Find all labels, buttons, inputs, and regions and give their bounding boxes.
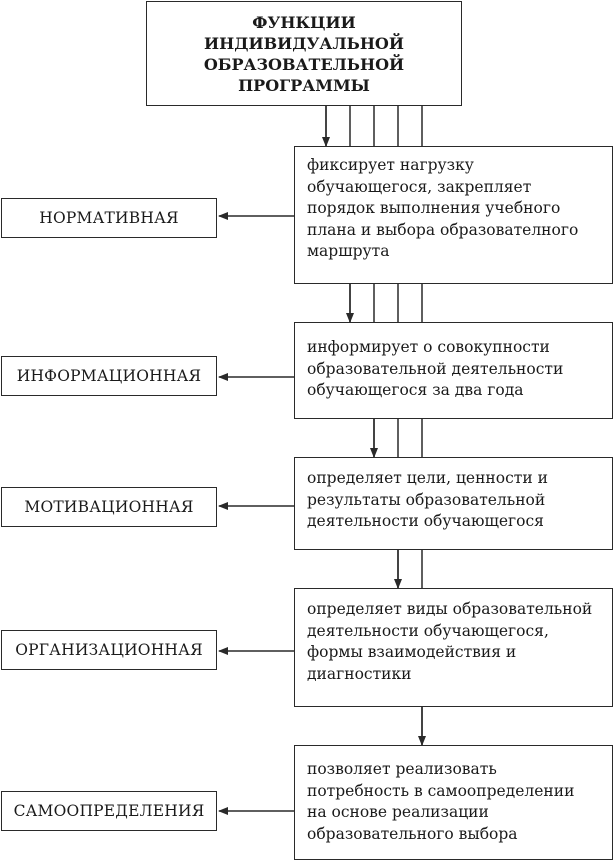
function-name: МОТИВАЦИОННАЯ — [24, 498, 194, 516]
description-box-normative: фиксирует нагрузку обучающегося, закрепл… — [294, 146, 613, 284]
description-text: фиксирует нагрузку обучающегося, закрепл… — [307, 156, 579, 260]
function-box-organizational: ОРГАНИЗАЦИОННАЯ — [1, 630, 217, 670]
function-name: ИНФОРМАЦИОННАЯ — [16, 367, 202, 385]
function-box-self-determination: САМООПРЕДЕЛЕНИЯ — [1, 791, 217, 831]
description-text: определяет цели, ценности и результаты о… — [307, 469, 548, 530]
description-box-informational: информирует о совокупности образовательн… — [294, 322, 613, 419]
diagram-title: ФУНКЦИИ ИНДИВИДУАЛЬНОЙ ОБРАЗОВАТЕЛЬНОЙ П… — [203, 12, 405, 95]
description-text: определяет виды образовательной деятельн… — [307, 600, 593, 683]
function-box-motivational: МОТИВАЦИОННАЯ — [1, 487, 217, 527]
description-box-organizational: определяет виды образовательной деятельн… — [294, 588, 613, 707]
description-text: позволяет реализовать потребность в само… — [307, 760, 575, 843]
function-box-normative: НОРМАТИВНАЯ — [1, 198, 217, 238]
function-name: САМООПРЕДЕЛЕНИЯ — [13, 802, 205, 820]
function-box-informational: ИНФОРМАЦИОННАЯ — [1, 356, 217, 396]
description-box-self-determination: позволяет реализовать потребность в само… — [294, 745, 613, 860]
function-name: ОРГАНИЗАЦИОННАЯ — [15, 641, 203, 659]
description-text: информирует о совокупности образовательн… — [307, 338, 564, 399]
function-name: НОРМАТИВНАЯ — [39, 209, 179, 227]
title-box: ФУНКЦИИ ИНДИВИДУАЛЬНОЙ ОБРАЗОВАТЕЛЬНОЙ П… — [146, 1, 462, 106]
description-box-motivational: определяет цели, ценности и результаты о… — [294, 457, 613, 550]
